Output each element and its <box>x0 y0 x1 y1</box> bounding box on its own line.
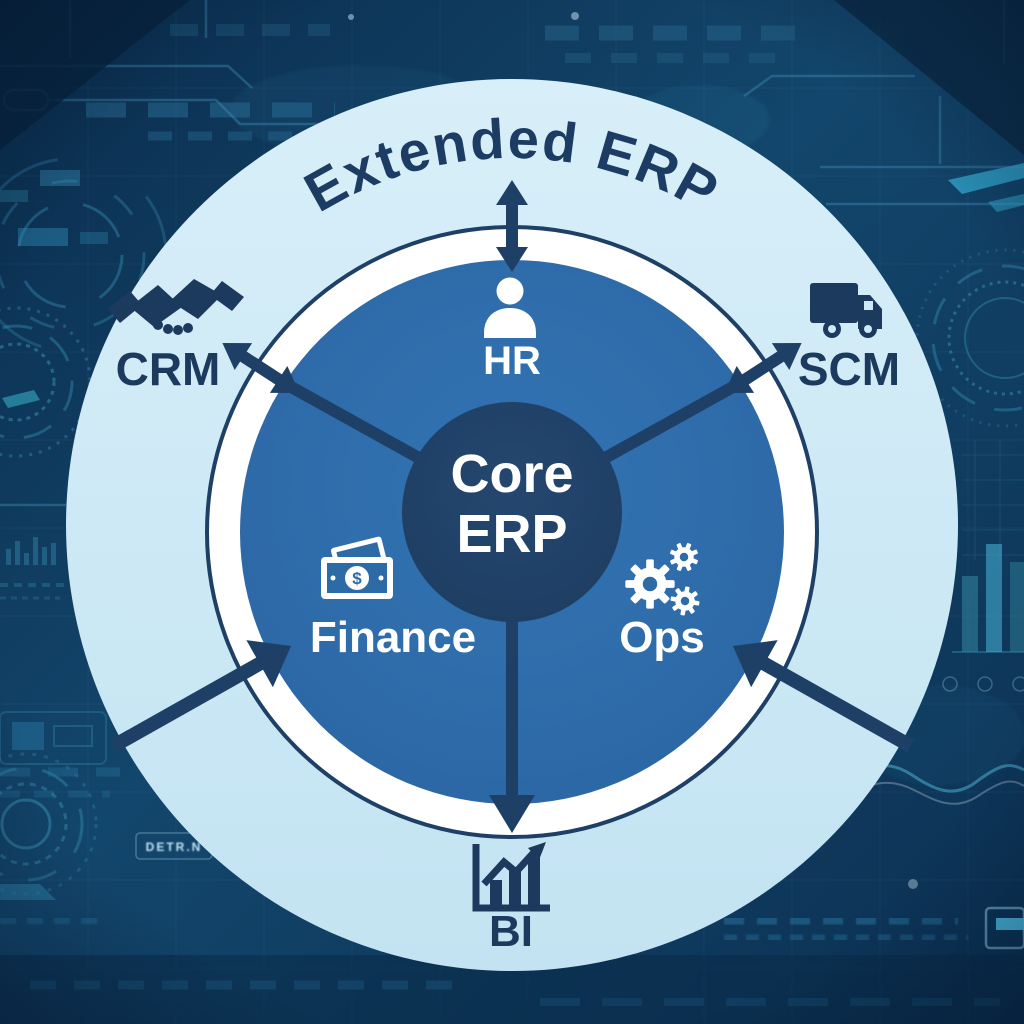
ops-label: Ops <box>619 613 705 662</box>
core-label-line2: ERP <box>456 504 567 564</box>
crm-label: CRM <box>116 343 221 395</box>
module-scm: SCM <box>798 283 900 395</box>
core-label-line1: Core <box>450 444 573 504</box>
hr-label: HR <box>483 339 541 383</box>
handshake-icon <box>108 279 244 335</box>
dollar-sign: $ <box>352 569 362 588</box>
module-crm: CRM <box>108 279 244 395</box>
module-finance: $ Finance <box>310 536 476 662</box>
truck-icon <box>810 283 882 338</box>
core-erp-circle <box>402 402 622 622</box>
finance-label: Finance <box>310 613 476 662</box>
bi-arrowhead <box>489 795 535 833</box>
module-hr: HR <box>483 277 541 383</box>
person-icon <box>484 277 536 338</box>
bi-label: BI <box>489 907 533 956</box>
module-ops: Ops <box>619 538 705 662</box>
money-icon: $ <box>321 536 393 599</box>
scm-label: SCM <box>798 343 900 395</box>
module-bi: BI <box>472 842 550 956</box>
bar-chart-icon <box>472 842 550 912</box>
